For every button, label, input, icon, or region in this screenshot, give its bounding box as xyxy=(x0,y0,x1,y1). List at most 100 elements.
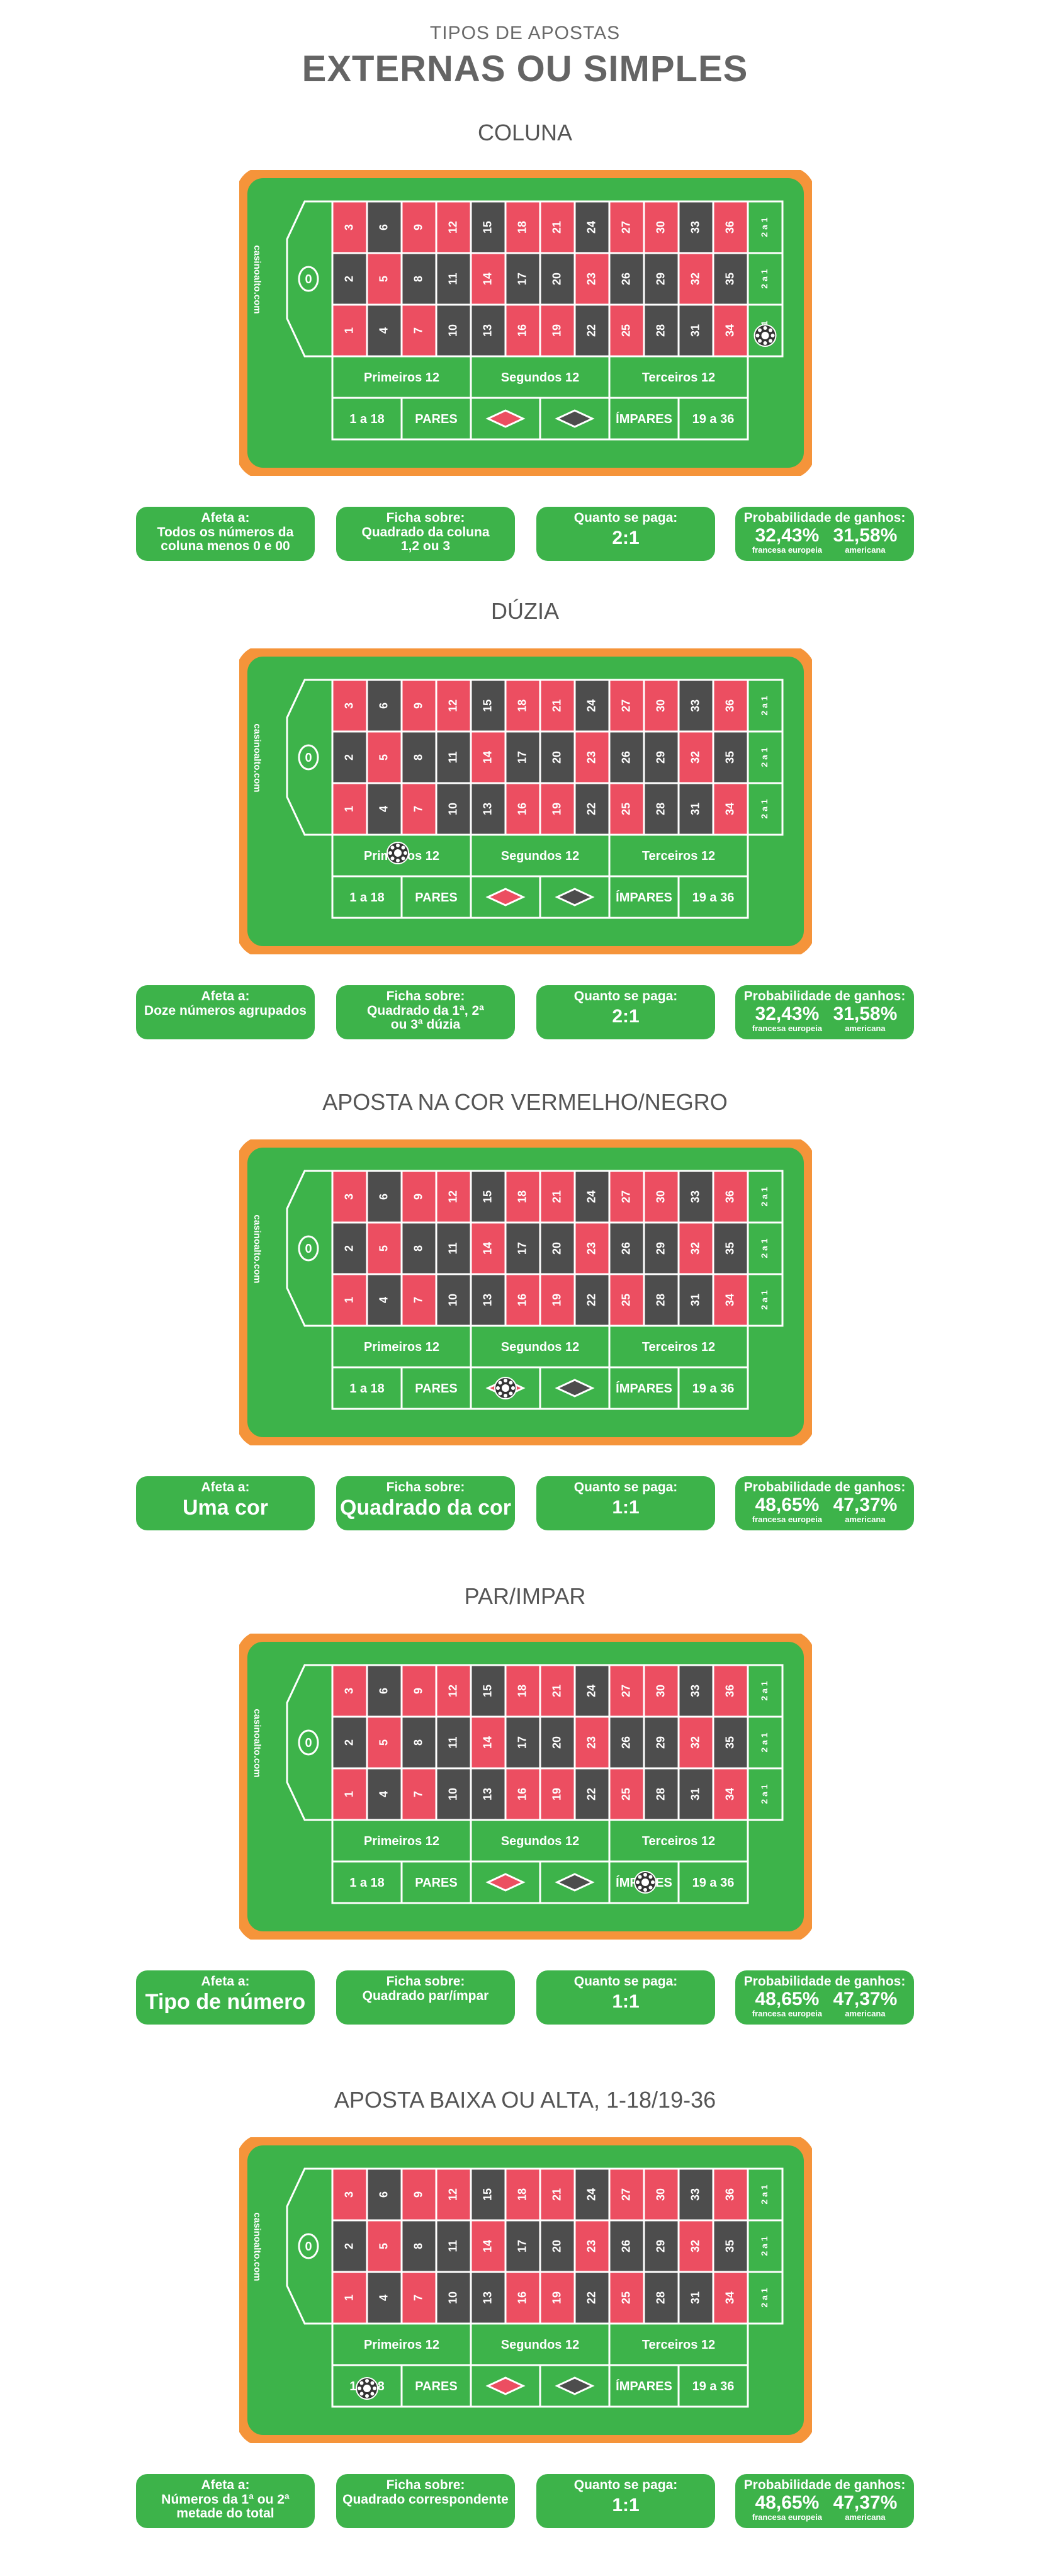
zero-number: 0 xyxy=(305,2240,312,2254)
number-cell xyxy=(435,1767,472,1821)
number-label: 22 xyxy=(585,324,597,337)
number-label: 16 xyxy=(516,1294,528,1306)
number-label: 28 xyxy=(654,803,667,815)
zero-box xyxy=(286,1664,332,1821)
column-cell xyxy=(747,782,784,836)
number-label: 34 xyxy=(723,2291,736,2304)
probability-card: Probabilidade de ganhos:48,65%francesa e… xyxy=(735,1970,914,2025)
number-label: 23 xyxy=(585,2240,597,2252)
probability-label: Probabilidade de ganhos: xyxy=(743,1974,906,1989)
red-diamond-icon xyxy=(485,409,526,428)
column-label: 2 a 1 xyxy=(759,1290,769,1309)
number-label: 7 xyxy=(412,806,424,812)
zero-ring xyxy=(298,2233,319,2259)
probability-american: 47,37%americana xyxy=(833,2493,898,2522)
number-label: 30 xyxy=(654,1190,667,1203)
number-label: 11 xyxy=(446,1242,459,1254)
number-label: 29 xyxy=(654,751,667,764)
affects-value: Uma cor xyxy=(182,1496,269,1520)
column-label: 2 a 1 xyxy=(759,2236,769,2256)
affects-label: Afeta a: xyxy=(201,1974,250,1989)
number-label: 21 xyxy=(550,1685,563,1697)
dozen-label: Primeiros 12 xyxy=(364,1340,439,1354)
number-label: 22 xyxy=(585,2291,597,2304)
number-label: 27 xyxy=(619,221,632,234)
red-diamond-icon xyxy=(485,1873,526,1892)
number-cell xyxy=(643,1273,680,1327)
number-label: 15 xyxy=(481,221,494,234)
number-cell xyxy=(331,1221,368,1275)
number-label: 25 xyxy=(619,803,632,815)
outside-label: PARES xyxy=(415,1876,457,1890)
number-cell xyxy=(470,1715,507,1770)
probability-american-label: americana xyxy=(845,2512,886,2522)
number-label: 20 xyxy=(550,273,563,285)
number-label: 8 xyxy=(412,1739,424,1746)
section-title: APOSTA NA COR VERMELHO/NEGRO xyxy=(322,1089,728,1115)
probability-american: 47,37%americana xyxy=(833,1989,898,2018)
number-label: 32 xyxy=(689,751,701,764)
red-diamond-icon xyxy=(485,888,526,907)
number-label: 12 xyxy=(446,1685,459,1697)
number-label: 27 xyxy=(619,1190,632,1203)
payout-card: Quanto se paga:1:1 xyxy=(536,1476,715,1530)
number-label: 33 xyxy=(689,699,701,712)
chip-on-label: Ficha sobre: xyxy=(386,2478,465,2492)
number-cell xyxy=(504,1273,541,1327)
number-cell xyxy=(712,1170,749,1224)
number-label: 26 xyxy=(619,751,632,764)
number-cell xyxy=(608,1715,645,1770)
number-label: 1 xyxy=(342,1297,355,1303)
number-label: 34 xyxy=(723,324,736,337)
dozen-label: Terceiros 12 xyxy=(642,849,715,863)
outside-label: 1 a 18 xyxy=(349,891,385,905)
zero-number: 0 xyxy=(305,751,312,765)
number-label: 13 xyxy=(481,803,494,815)
probability-american: 31,58%americana xyxy=(833,1004,898,1033)
number-label: 4 xyxy=(377,1791,390,1797)
number-label: 11 xyxy=(446,2240,459,2252)
chip-on-label: Ficha sobre: xyxy=(386,1974,465,1989)
dozen-label: Terceiros 12 xyxy=(642,371,715,385)
number-label: 22 xyxy=(585,1788,597,1800)
payout-value: 1:1 xyxy=(612,2495,640,2516)
dozen-label: Primeiros 12 xyxy=(364,1834,439,1848)
zero-box xyxy=(286,1170,332,1327)
section-title: PAR/IMPAR xyxy=(464,1583,586,1609)
number-cell xyxy=(539,252,576,306)
chip-on-value: Quadrado par/ímpar xyxy=(362,1989,489,2003)
number-label: 12 xyxy=(446,699,459,712)
number-cell xyxy=(677,1664,714,1718)
number-label: 26 xyxy=(619,1736,632,1749)
number-cell xyxy=(470,1273,507,1327)
number-label: 32 xyxy=(689,273,701,285)
number-cell xyxy=(470,252,507,306)
number-cell xyxy=(331,252,368,306)
number-cell xyxy=(366,1664,403,1718)
number-label: 6 xyxy=(377,1688,390,1694)
number-label: 9 xyxy=(412,1688,424,1694)
number-cell xyxy=(608,782,645,836)
number-label: 17 xyxy=(516,751,528,764)
chip-on-value: Quadrado correspondente xyxy=(342,2492,509,2507)
number-label: 35 xyxy=(723,273,736,285)
chip-icon xyxy=(387,842,409,864)
number-label: 15 xyxy=(481,1685,494,1697)
affects-card: Afeta a:Uma cor xyxy=(136,1476,315,1530)
number-label: 4 xyxy=(377,327,390,334)
number-label: 16 xyxy=(516,803,528,815)
zero-number: 0 xyxy=(305,1736,312,1750)
section-title: APOSTA BAIXA OU ALTA, 1-18/19-36 xyxy=(334,2087,716,2113)
number-label: 31 xyxy=(689,1294,701,1306)
number-label: 33 xyxy=(689,221,701,234)
number-label: 2 xyxy=(342,276,355,282)
number-label: 31 xyxy=(689,1788,701,1800)
